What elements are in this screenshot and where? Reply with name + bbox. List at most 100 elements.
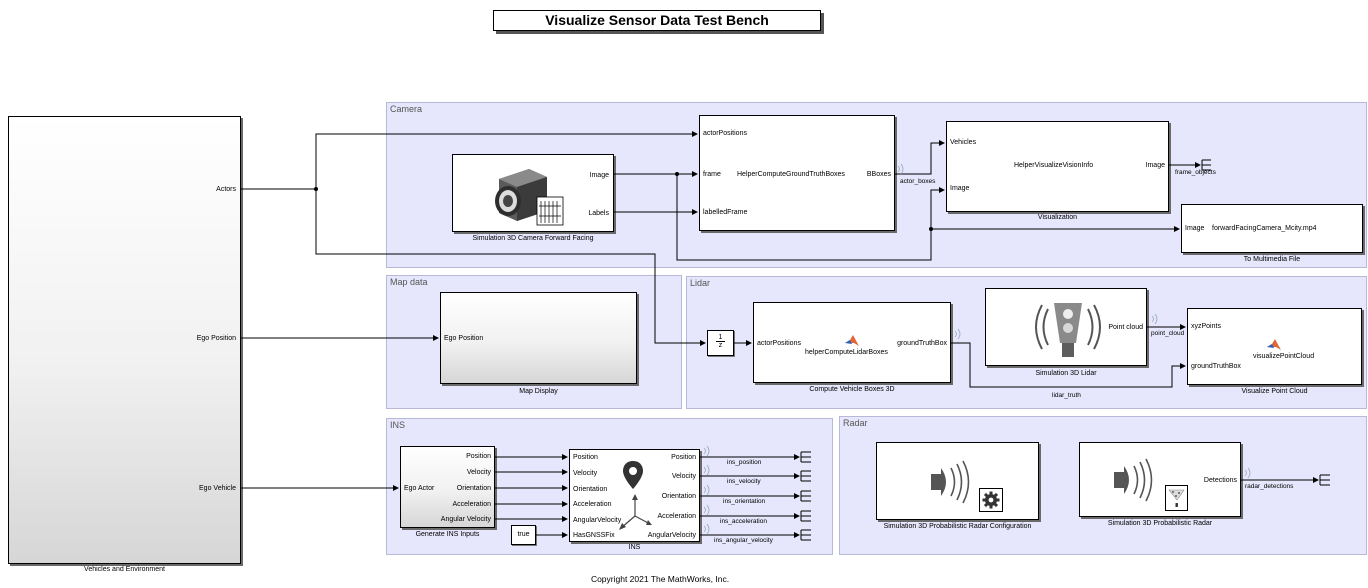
gen-port-orientation: Orientation (456, 485, 491, 492)
ins-out-angular-velocity: AngularVelocity (647, 532, 696, 539)
terminator-icon (800, 451, 811, 463)
gen-port-ego-actor: Ego Actor (404, 485, 435, 492)
line-actor-boxes (895, 140, 945, 175)
gt-port-frame: frame (703, 171, 721, 178)
lidar-boxes-name: helperComputeLidarBoxes (805, 349, 888, 356)
copyright: Copyright 2021 The MathWorks, Inc. (590, 574, 730, 584)
delay-fraction-line (716, 341, 725, 342)
branch-dot-image (675, 172, 679, 176)
ins-out-acceleration: Acceleration (657, 513, 696, 520)
detections-icon-box (1165, 485, 1188, 511)
area-map-label: Map data (390, 277, 428, 287)
gen-port-position: Position (466, 453, 491, 460)
multimedia-file-block[interactable]: Image forwardFacingCamera_Mcity.mp4 (1181, 204, 1363, 253)
area-lidar-label: Lidar (690, 278, 711, 288)
gt-port-actor-positions: actorPositions (703, 130, 747, 137)
map-port-ego-position: Ego Position (444, 335, 484, 342)
radar-caption: Simulation 3D Probabilistic Radar (1107, 520, 1213, 527)
multimedia-caption: To Multimedia File (1243, 256, 1301, 263)
radar-port-detections: Detections (1203, 477, 1237, 484)
port-ego-position: Ego Position (196, 335, 236, 342)
generate-ins-inputs-block[interactable]: Ego Actor Position Velocity Orientation … (400, 446, 495, 528)
const-true-block[interactable]: true (511, 525, 536, 545)
camera-icon (495, 169, 564, 226)
area-ins-label: INS (390, 420, 406, 430)
signal-log-icon (703, 445, 710, 457)
vision-caption: Visualization (1037, 214, 1078, 221)
signal-log-icon (703, 523, 710, 535)
pc-block-name: visualizePointCloud (1253, 353, 1315, 360)
map-display-block[interactable]: Ego Position (440, 292, 637, 384)
signal-log-icon (703, 464, 710, 476)
axes-icon (619, 494, 652, 530)
radar-config-caption: Simulation 3D Probabilistic Radar Config… (883, 523, 1032, 530)
terminator-icon (800, 510, 811, 522)
signal-radar-detections: radar_detections (1245, 483, 1294, 490)
vision-port-image-in: Image (950, 185, 970, 192)
vision-port-image-out: Image (1145, 162, 1165, 169)
terminator-icon (800, 529, 811, 541)
vehicles-environment-block[interactable]: Actors Ego Position Ego Vehicle (8, 116, 241, 564)
ins-in-angular-velocity: AngularVelocity (573, 517, 622, 524)
signal-ins-orientation: ins_orientation (723, 498, 766, 505)
line-actors-to-delay (315, 189, 706, 346)
gear-icon (982, 491, 1000, 509)
matlab-logo-icon (1267, 339, 1281, 350)
ins-in-has-gnss-fix: HasGNSSFix (573, 532, 615, 539)
radar-icon (1114, 458, 1153, 502)
terminator-icon (1201, 159, 1211, 171)
lidar-sensor-caption: Simulation 3D Lidar (1035, 370, 1097, 377)
line-image-to-vision (676, 174, 945, 261)
vision-block-name: HelperVisualizeVisionInfo (1014, 162, 1094, 169)
lidar-sensor-block[interactable]: Point cloud (985, 288, 1147, 366)
page-title: Visualize Sensor Data Test Bench (545, 12, 769, 28)
signal-ins-velocity: ins_velocity (727, 478, 761, 485)
signal-actor-boxes: actor_boxes (900, 178, 936, 185)
gt-block-name: HelperComputeGroundTruthBoxes (737, 171, 845, 178)
pc-port-gt: groundTruthBox (1191, 363, 1241, 370)
signal-log-icon (954, 328, 961, 340)
signal-log-icon (1244, 467, 1251, 479)
visualize-vision-block[interactable]: Vehicles Image HelperVisualizeVisionInfo… (946, 121, 1169, 212)
gt-port-bboxes: BBoxes (866, 171, 891, 178)
ins-in-acceleration: Acceleration (573, 501, 612, 508)
compute-lidar-boxes-block[interactable]: actorPositions helperComputeLidarBoxes g… (753, 302, 951, 383)
radar-icon (931, 460, 970, 504)
map-display-caption: Map Display (519, 388, 558, 395)
unit-delay-block[interactable]: 1 z (707, 330, 734, 356)
vision-port-vehicles: Vehicles (950, 139, 977, 146)
multimedia-port-image: Image (1185, 225, 1205, 232)
gen-ins-caption: Generate INS Inputs (415, 531, 480, 538)
lidar-boxes-port-ground-truth: groundTruthBox (897, 340, 947, 347)
gen-port-angular-velocity: Angular Velocity (440, 516, 491, 523)
ins-block[interactable]: Position Velocity Orientation Accelerati… (569, 449, 700, 542)
radar-block[interactable]: Detections (1079, 442, 1241, 517)
visualize-point-cloud-block[interactable]: xyzPoints groundTruthBox visualizePointC… (1187, 308, 1362, 385)
ins-out-velocity: Velocity (671, 473, 696, 480)
port-actors: Actors (216, 186, 236, 193)
camera-sensor-block[interactable]: Image Labels (452, 154, 614, 232)
camera-caption: Simulation 3D Camera Forward Facing (472, 235, 594, 242)
lidar-port-point-cloud: Point cloud (1108, 324, 1143, 331)
ins-in-velocity: Velocity (573, 470, 598, 477)
signal-frame-objects: frame_objects (1175, 169, 1216, 176)
signal-ins-position: ins_position (727, 459, 762, 466)
detection-cone-icon (1168, 489, 1185, 507)
signal-lidar-truth: lidar_truth (1052, 392, 1081, 399)
terminator-icon (800, 470, 811, 482)
terminator-icon (1319, 474, 1330, 486)
signal-log-icon (897, 163, 904, 175)
signal-point-cloud: point_cloud (1151, 330, 1185, 337)
port-ego-vehicle: Ego Vehicle (199, 485, 236, 492)
line-actors-to-gt (315, 131, 698, 189)
area-radar-label: Radar (843, 418, 868, 428)
ground-truth-boxes-block[interactable]: actorPositions frame labelledFrame Helpe… (699, 115, 895, 231)
area-camera-label: Camera (390, 104, 423, 114)
gen-port-acceleration: Acceleration (452, 501, 491, 508)
vehicles-caption: Vehicles and Environment (84, 566, 165, 573)
radar-config-block[interactable] (876, 442, 1039, 520)
ins-out-orientation: Orientation (661, 493, 696, 500)
title-box: Visualize Sensor Data Test Bench (493, 10, 821, 31)
camera-port-labels: Labels (588, 210, 609, 217)
